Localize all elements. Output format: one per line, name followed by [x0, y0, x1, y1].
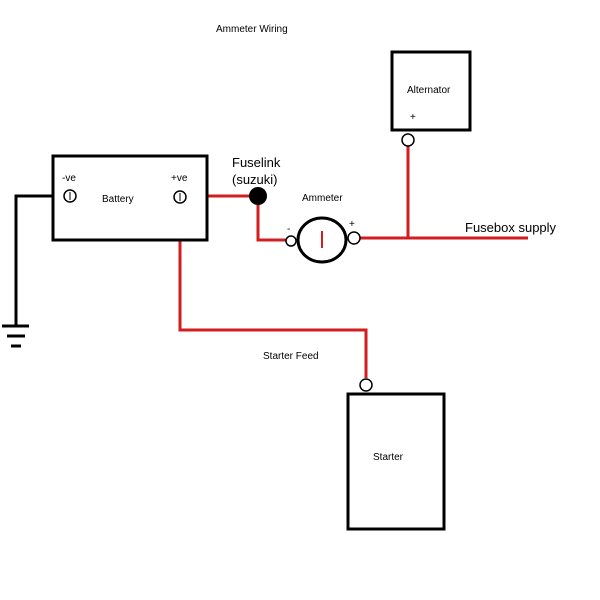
alternator-box	[390, 50, 472, 132]
fuselink-sublabel: (suzuki)	[232, 172, 278, 187]
starter-box	[346, 392, 446, 531]
ground-icon	[2, 324, 29, 348]
battery-negative-label: -ve	[62, 173, 76, 184]
wire-fuselink-to-ammeter	[256, 196, 286, 242]
ammeter-negative-terminal	[285, 235, 297, 247]
fusebox-supply-label: Fusebox supply	[465, 220, 557, 235]
fuselink: Fuselink (suzuki)	[232, 155, 281, 205]
starter-label: Starter	[373, 452, 404, 463]
ammeter: Ammeter - +	[285, 193, 361, 264]
starter-terminal	[359, 378, 373, 392]
starter: Starter Feed Starter	[263, 351, 446, 531]
diagram-title: Ammeter Wiring	[216, 24, 288, 35]
alternator-terminal	[401, 133, 415, 147]
alternator-label: Alternator	[407, 85, 451, 96]
ammeter-negative-label: -	[287, 224, 290, 235]
fuselink-node	[249, 187, 267, 205]
alternator-positive-label: +	[410, 112, 416, 123]
battery: -ve +ve Battery	[51, 154, 209, 242]
ammeter-label: Ammeter	[302, 193, 343, 204]
wire-starter-feed	[178, 203, 368, 378]
ammeter-positive-label: +	[349, 219, 355, 230]
fuselink-label: Fuselink	[232, 155, 281, 170]
ammeter-positive-terminal	[347, 231, 361, 245]
starter-feed-label: Starter Feed	[263, 351, 319, 362]
battery-positive-label: +ve	[171, 173, 188, 184]
alternator: Alternator +	[390, 50, 472, 147]
battery-label: Battery	[102, 194, 134, 205]
ground-wire	[14, 194, 64, 326]
